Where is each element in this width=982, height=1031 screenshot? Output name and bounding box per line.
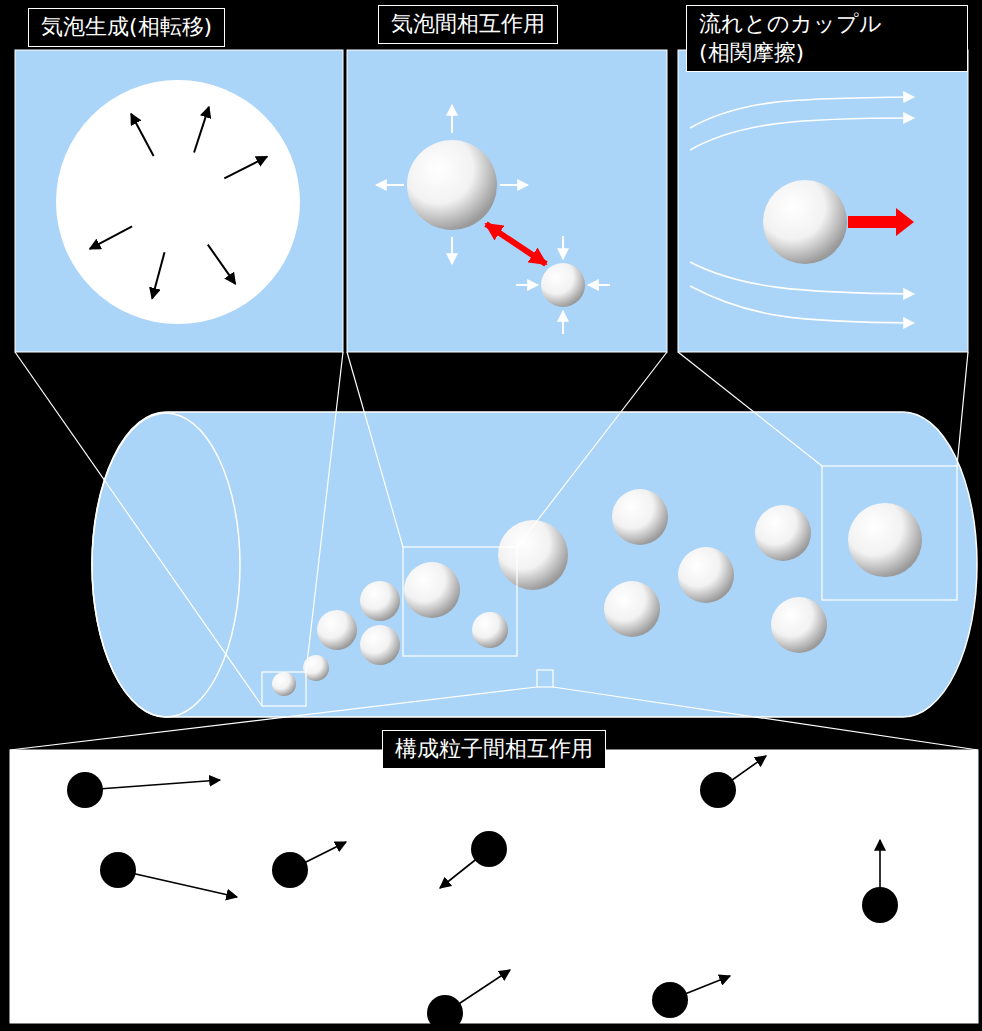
panel-heading: 気泡間相互作用 bbox=[378, 5, 558, 44]
zoom-line bbox=[306, 352, 343, 672]
streamline bbox=[690, 118, 914, 150]
bubble bbox=[541, 263, 585, 307]
drag-arrow-head bbox=[896, 208, 914, 236]
zoom-box bbox=[822, 466, 957, 600]
panel: 気泡生成(相転移) bbox=[15, 50, 343, 352]
zoom-line bbox=[678, 352, 822, 466]
pressure-arrow bbox=[562, 236, 564, 259]
drag-arrow-shaft bbox=[848, 216, 898, 228]
bubble bbox=[272, 672, 296, 696]
pressure-arrow bbox=[516, 284, 538, 286]
zoom-line bbox=[553, 687, 978, 750]
particle bbox=[272, 852, 308, 888]
bubble bbox=[404, 562, 460, 618]
pressure-arrow bbox=[588, 284, 610, 286]
expansion-arrow bbox=[131, 114, 154, 156]
bubble bbox=[848, 503, 922, 577]
panel: 流れとのカップル (相関摩擦) bbox=[678, 50, 968, 352]
streamline bbox=[690, 286, 914, 323]
zoom-line bbox=[347, 352, 403, 547]
streamline bbox=[690, 97, 914, 128]
zoom-line bbox=[15, 352, 262, 706]
bubble bbox=[604, 581, 660, 637]
expansion-arrow bbox=[208, 245, 236, 284]
zoom-box bbox=[537, 670, 553, 687]
pressure-arrow bbox=[500, 184, 528, 186]
panel-ground bbox=[678, 50, 968, 352]
zoom-line bbox=[957, 352, 968, 466]
panel-ground bbox=[347, 50, 667, 352]
bubble-nucleus bbox=[56, 80, 300, 324]
expansion-arrow bbox=[194, 107, 209, 153]
expansion-arrow bbox=[90, 226, 132, 249]
bubble bbox=[360, 581, 400, 621]
streamline bbox=[690, 262, 914, 294]
particle bbox=[471, 831, 507, 867]
panel-ground bbox=[15, 50, 343, 352]
panel-heading: 気泡生成(相転移) bbox=[28, 8, 225, 47]
bubble bbox=[771, 597, 827, 653]
particle bbox=[100, 852, 136, 888]
pipe-body bbox=[92, 412, 977, 717]
bubble bbox=[317, 610, 357, 650]
pressure-arrow bbox=[451, 237, 453, 264]
expansion-arrow bbox=[224, 157, 267, 179]
panel: 気泡間相互作用 bbox=[347, 50, 667, 352]
panel: 構成粒子間相互作用 bbox=[10, 750, 978, 1023]
zoom-box bbox=[403, 547, 517, 656]
panel-heading: 構成粒子間相互作用 bbox=[382, 730, 606, 769]
bubble bbox=[498, 520, 568, 590]
expansion-arrow bbox=[152, 252, 164, 298]
bubble bbox=[360, 625, 400, 665]
bubble bbox=[407, 140, 497, 230]
pressure-arrow bbox=[451, 105, 453, 133]
pressure-arrow bbox=[562, 311, 564, 334]
velocity-arrow bbox=[85, 780, 220, 790]
particle bbox=[427, 995, 463, 1031]
bubble bbox=[612, 489, 668, 545]
bubble bbox=[763, 180, 847, 264]
panel-heading: 流れとのカップル (相関摩擦) bbox=[686, 5, 968, 72]
zoom-line bbox=[517, 352, 667, 547]
panel-ground bbox=[10, 750, 978, 1023]
particle bbox=[862, 887, 898, 923]
interaction-arrow bbox=[486, 224, 546, 264]
particle bbox=[67, 772, 103, 808]
particle bbox=[700, 772, 736, 808]
pressure-arrow bbox=[376, 184, 404, 186]
bubble bbox=[472, 612, 508, 648]
particle bbox=[652, 982, 688, 1018]
pipe-end bbox=[92, 413, 240, 717]
bubble bbox=[755, 505, 811, 561]
velocity-arrow bbox=[118, 870, 237, 897]
zoom-box bbox=[262, 672, 306, 706]
bubble bbox=[678, 547, 734, 603]
